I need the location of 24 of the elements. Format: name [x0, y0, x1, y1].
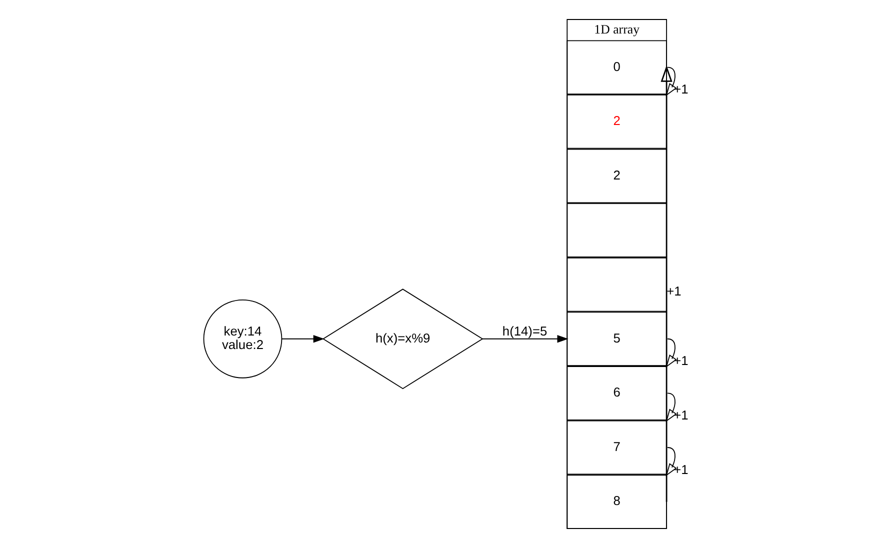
- node-box: 2: [566, 148, 667, 204]
- node-box: 8: [566, 474, 667, 529]
- node-box: 0: [566, 40, 667, 94]
- arrow: [281, 335, 324, 343]
- edge-label: h(14)=5: [502, 323, 547, 338]
- arrow: [665, 66, 676, 96]
- arrow: [665, 338, 676, 368]
- edge-label: +1: [673, 353, 688, 368]
- node-box: [566, 203, 667, 258]
- node-box: 5: [566, 312, 667, 366]
- arrow: [482, 335, 568, 343]
- arrow: [665, 392, 676, 422]
- edge-label: +1: [673, 82, 688, 97]
- node-box: 2: [566, 94, 667, 149]
- node-box: 6: [566, 366, 667, 420]
- node-circle: key:14 value:2: [202, 299, 282, 378]
- arrow: [665, 447, 676, 476]
- arrow: [660, 65, 672, 502]
- node-box: 7: [566, 420, 667, 475]
- edge-label: +1: [673, 462, 688, 477]
- edge-label: +1: [673, 408, 688, 423]
- edge-label: +1: [666, 283, 681, 298]
- node-diamond: h(x)=x%9: [322, 288, 483, 390]
- node-box: [566, 257, 667, 312]
